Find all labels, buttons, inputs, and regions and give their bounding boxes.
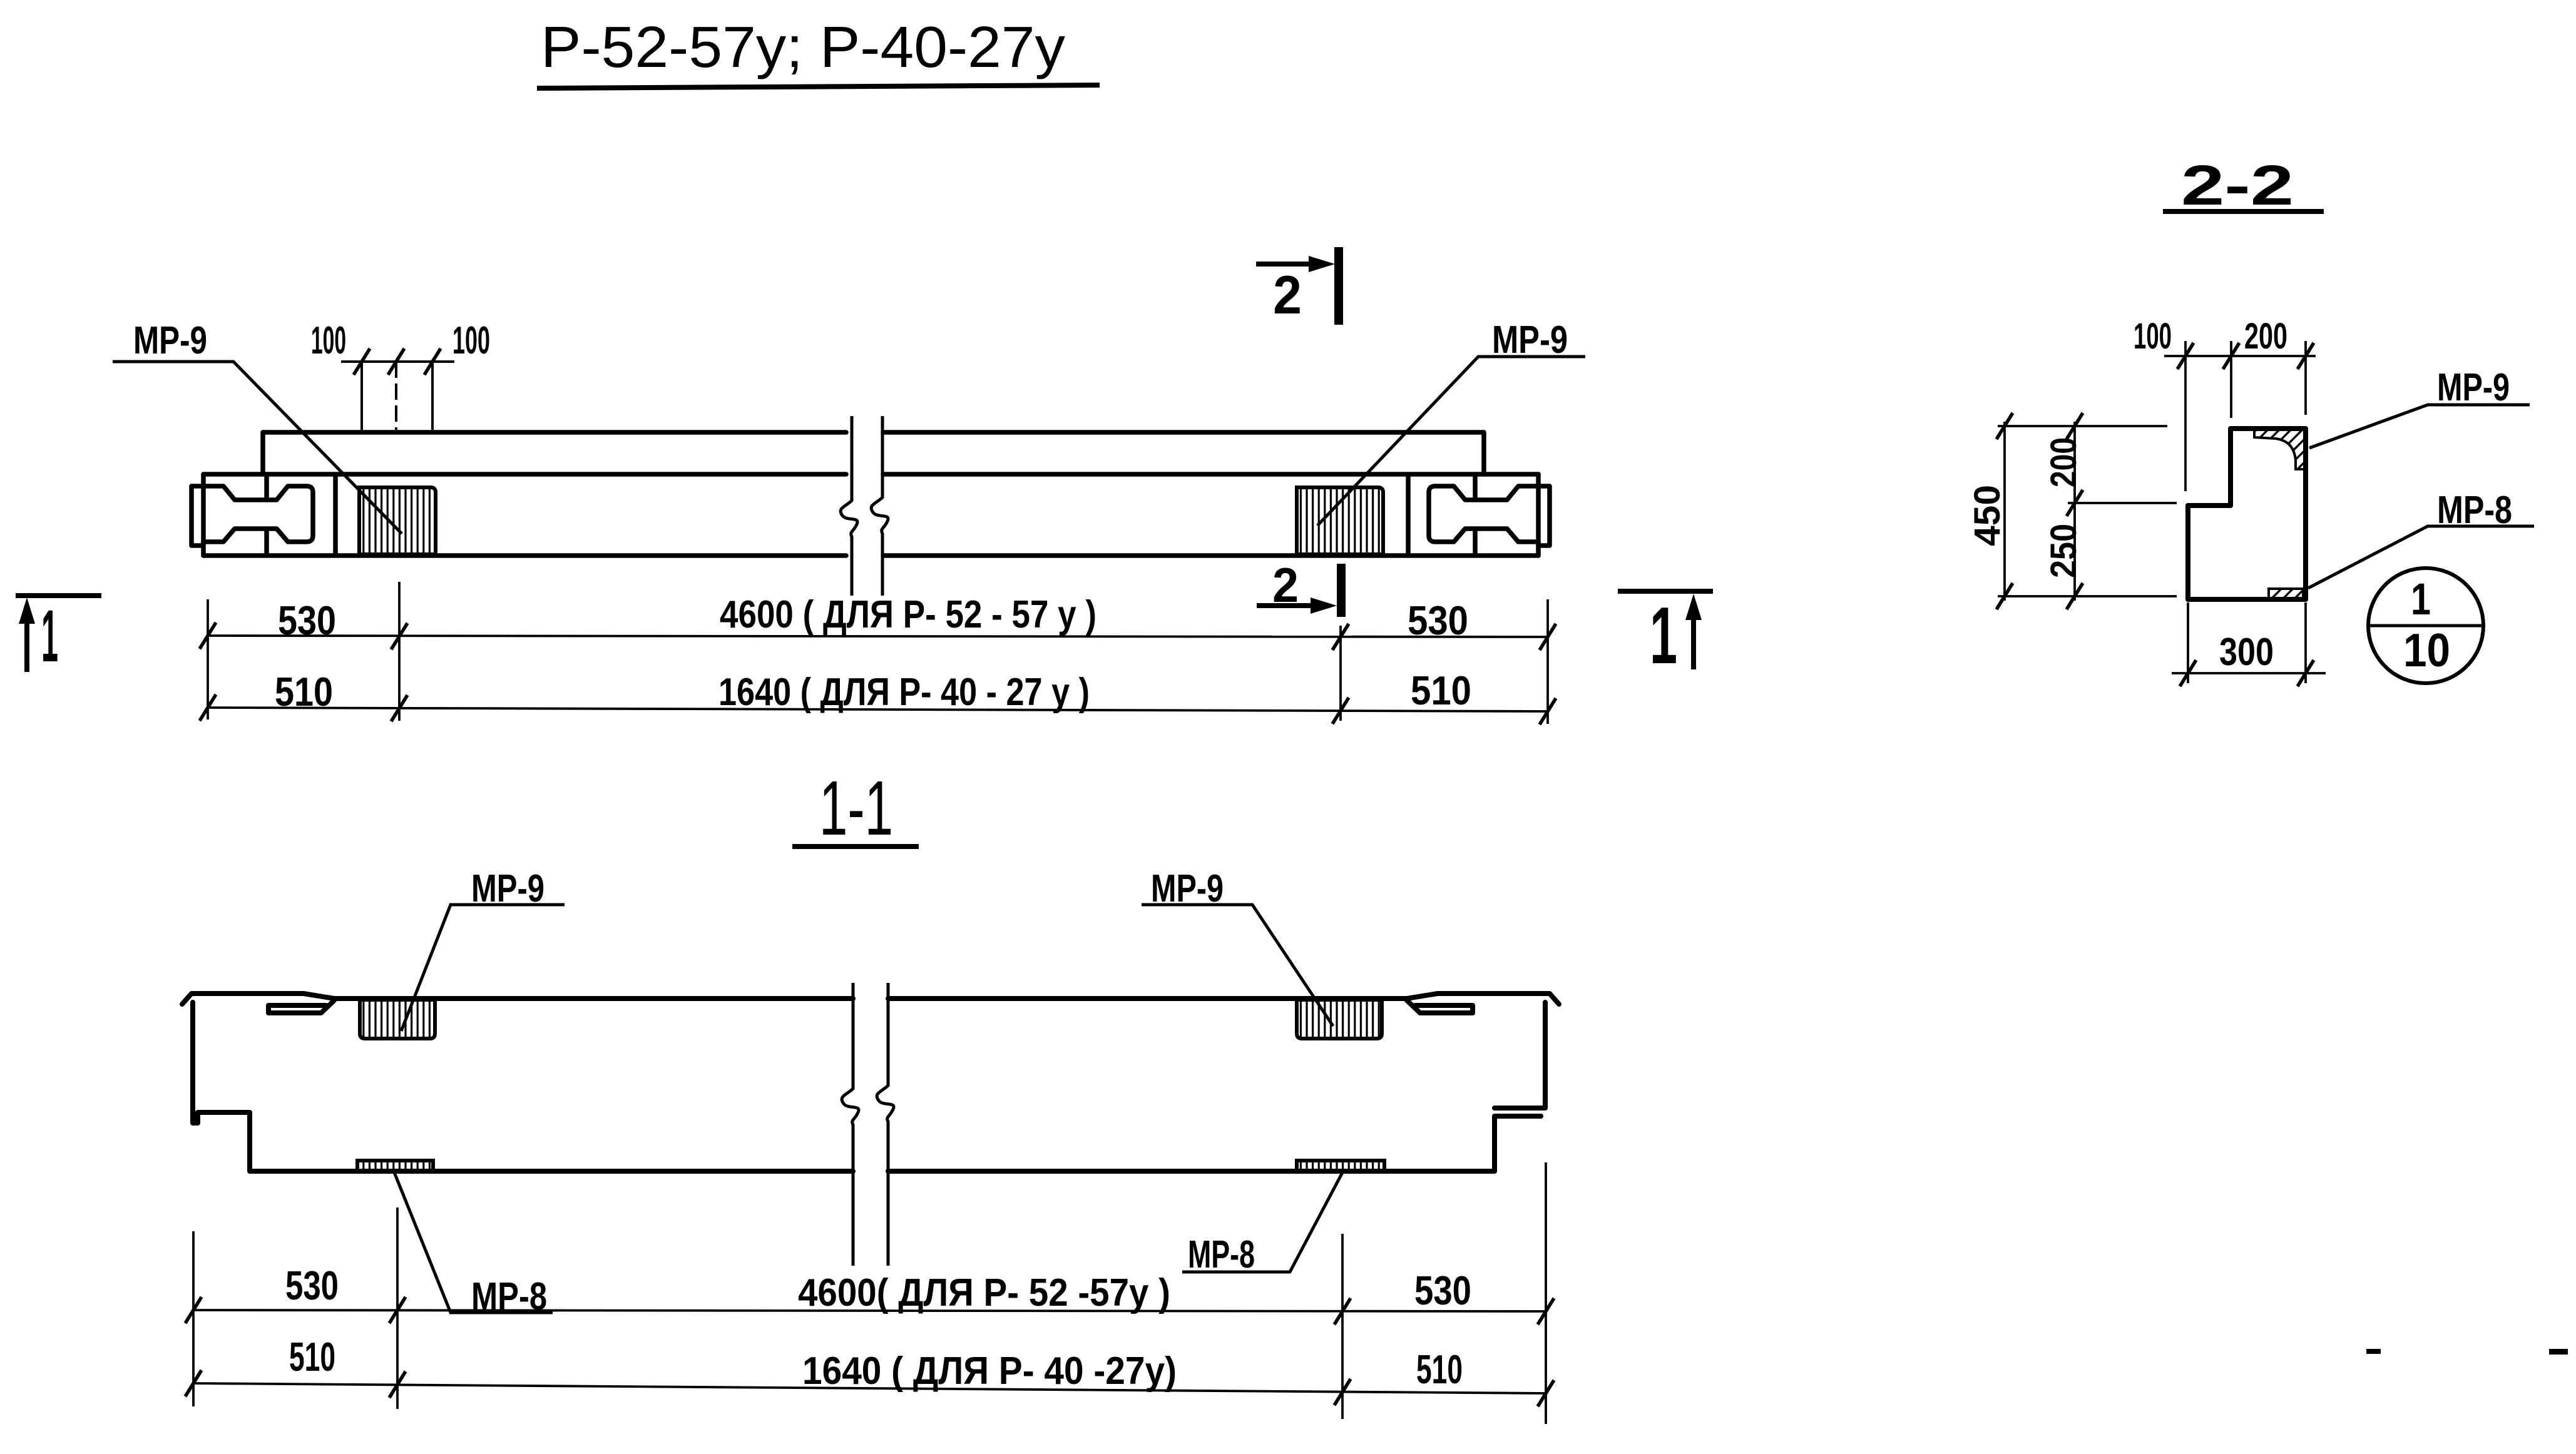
svg-text:200: 200	[2043, 437, 2084, 487]
svg-text:450: 450	[1967, 485, 2008, 546]
svg-text:4600 ( ДЛЯ Р- 52 - 57 у ): 4600 ( ДЛЯ Р- 52 - 57 у )	[720, 593, 1096, 636]
svg-text:100: 100	[311, 319, 346, 362]
svg-text:2: 2	[1273, 265, 1302, 325]
svg-text:2: 2	[1272, 557, 1299, 613]
svg-text:1: 1	[41, 595, 58, 678]
svg-text:4600( ДЛЯ Р- 52 -57у ): 4600( ДЛЯ Р- 52 -57у )	[798, 1271, 1170, 1314]
svg-text:300: 300	[2219, 631, 2274, 674]
svg-text:510: 510	[1411, 668, 1471, 713]
svg-text:МР-9: МР-9	[1492, 318, 1568, 362]
svg-text:1640 ( ДЛЯ Р- 40 - 27 у ): 1640 ( ДЛЯ Р- 40 - 27 у )	[718, 671, 1090, 714]
svg-text:510: 510	[1416, 1346, 1463, 1392]
svg-text:МР-8: МР-8	[1188, 1233, 1255, 1276]
svg-text:510: 510	[289, 1334, 335, 1380]
svg-text:250: 250	[2043, 524, 2084, 578]
svg-text:1640 ( ДЛЯ Р- 40 -27у): 1640 ( ДЛЯ Р- 40 -27у)	[802, 1350, 1177, 1393]
svg-text:1: 1	[1650, 591, 1677, 681]
svg-text:530: 530	[1408, 597, 1468, 643]
svg-text:530: 530	[1414, 1268, 1471, 1313]
svg-text:510: 510	[275, 669, 333, 714]
svg-text:200: 200	[2244, 316, 2287, 357]
svg-text:Р-52-57у; Р-40-27у: Р-52-57у; Р-40-27у	[541, 14, 1066, 79]
svg-text:2-2: 2-2	[2181, 155, 2294, 217]
svg-text:1: 1	[2411, 575, 2431, 624]
svg-text:530: 530	[285, 1263, 339, 1308]
svg-text:10: 10	[2403, 624, 2450, 676]
svg-text:530: 530	[278, 597, 336, 643]
svg-text:100: 100	[2134, 316, 2172, 357]
svg-text:МР-9: МР-9	[2437, 366, 2510, 409]
svg-text:1-1: 1-1	[819, 766, 893, 852]
svg-text:МР-9: МР-9	[133, 319, 207, 362]
svg-text:100: 100	[452, 319, 490, 362]
